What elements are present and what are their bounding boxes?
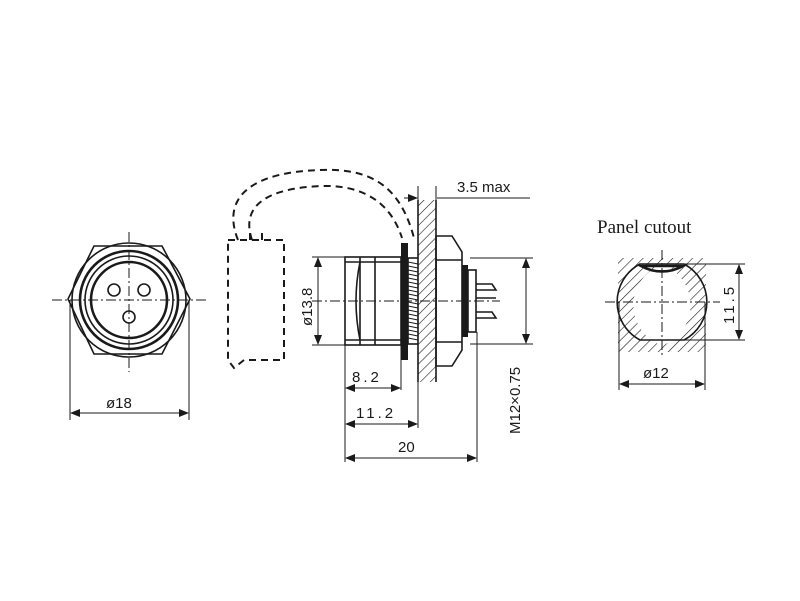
dim-thread: M12×0.75 <box>507 367 524 434</box>
dim-length-total: 20 <box>398 439 415 456</box>
panel-cutout-view: Panel cutout 11.5 ø12 <box>597 217 745 390</box>
cutout-shape <box>636 264 688 273</box>
front-view: ø18 <box>52 232 206 420</box>
thread-line <box>407 293 419 297</box>
thread-line <box>407 265 419 269</box>
panel-hatched <box>418 200 436 382</box>
dim-length-panel: 11.2 <box>356 405 396 422</box>
thread-line <box>407 309 419 313</box>
side-view: ø13.8 3.5 max M12×0.75 8.2 11.2 20 <box>227 168 533 462</box>
thread-line <box>407 337 419 341</box>
dim-panel-thickness: 3.5 max <box>457 179 511 196</box>
hex-nut-outline <box>67 245 191 355</box>
cap-cable-dashed-inner <box>248 184 403 241</box>
thread-lines <box>407 261 419 341</box>
thread-line <box>407 321 419 325</box>
thread-line <box>407 269 419 273</box>
dust-cap-dashed-inner <box>249 232 263 240</box>
pins-side <box>476 283 498 319</box>
pin-hole-2 <box>137 283 151 297</box>
thread-line <box>407 285 419 289</box>
dim-body-diameter: ø13.8 <box>299 288 316 326</box>
thread-line <box>407 333 419 337</box>
dim-cutout-diameter: ø12 <box>643 365 669 382</box>
thread-line <box>407 301 419 305</box>
cutout-title: Panel cutout <box>597 217 692 238</box>
pin-hole-1 <box>107 283 121 297</box>
dim-front-diameter: ø18 <box>106 395 132 412</box>
dust-cap-dashed <box>227 239 285 370</box>
dim-length-body: 8.2 <box>352 369 382 386</box>
thread-line <box>407 289 419 293</box>
thread-line <box>407 325 419 329</box>
front-nut <box>435 235 463 367</box>
cutout-hatch <box>618 258 706 352</box>
thread-line <box>407 305 419 309</box>
thread-line <box>407 277 419 281</box>
thread-line <box>407 313 419 317</box>
thread-line <box>407 329 419 333</box>
cap-cable-dashed <box>232 168 415 241</box>
thread-line <box>407 281 419 285</box>
thread-line <box>407 297 419 301</box>
thread-line <box>407 317 419 321</box>
thread-line <box>407 261 419 265</box>
thread-line <box>407 273 419 277</box>
dim-cutout-flat: 11.5 <box>721 284 738 324</box>
